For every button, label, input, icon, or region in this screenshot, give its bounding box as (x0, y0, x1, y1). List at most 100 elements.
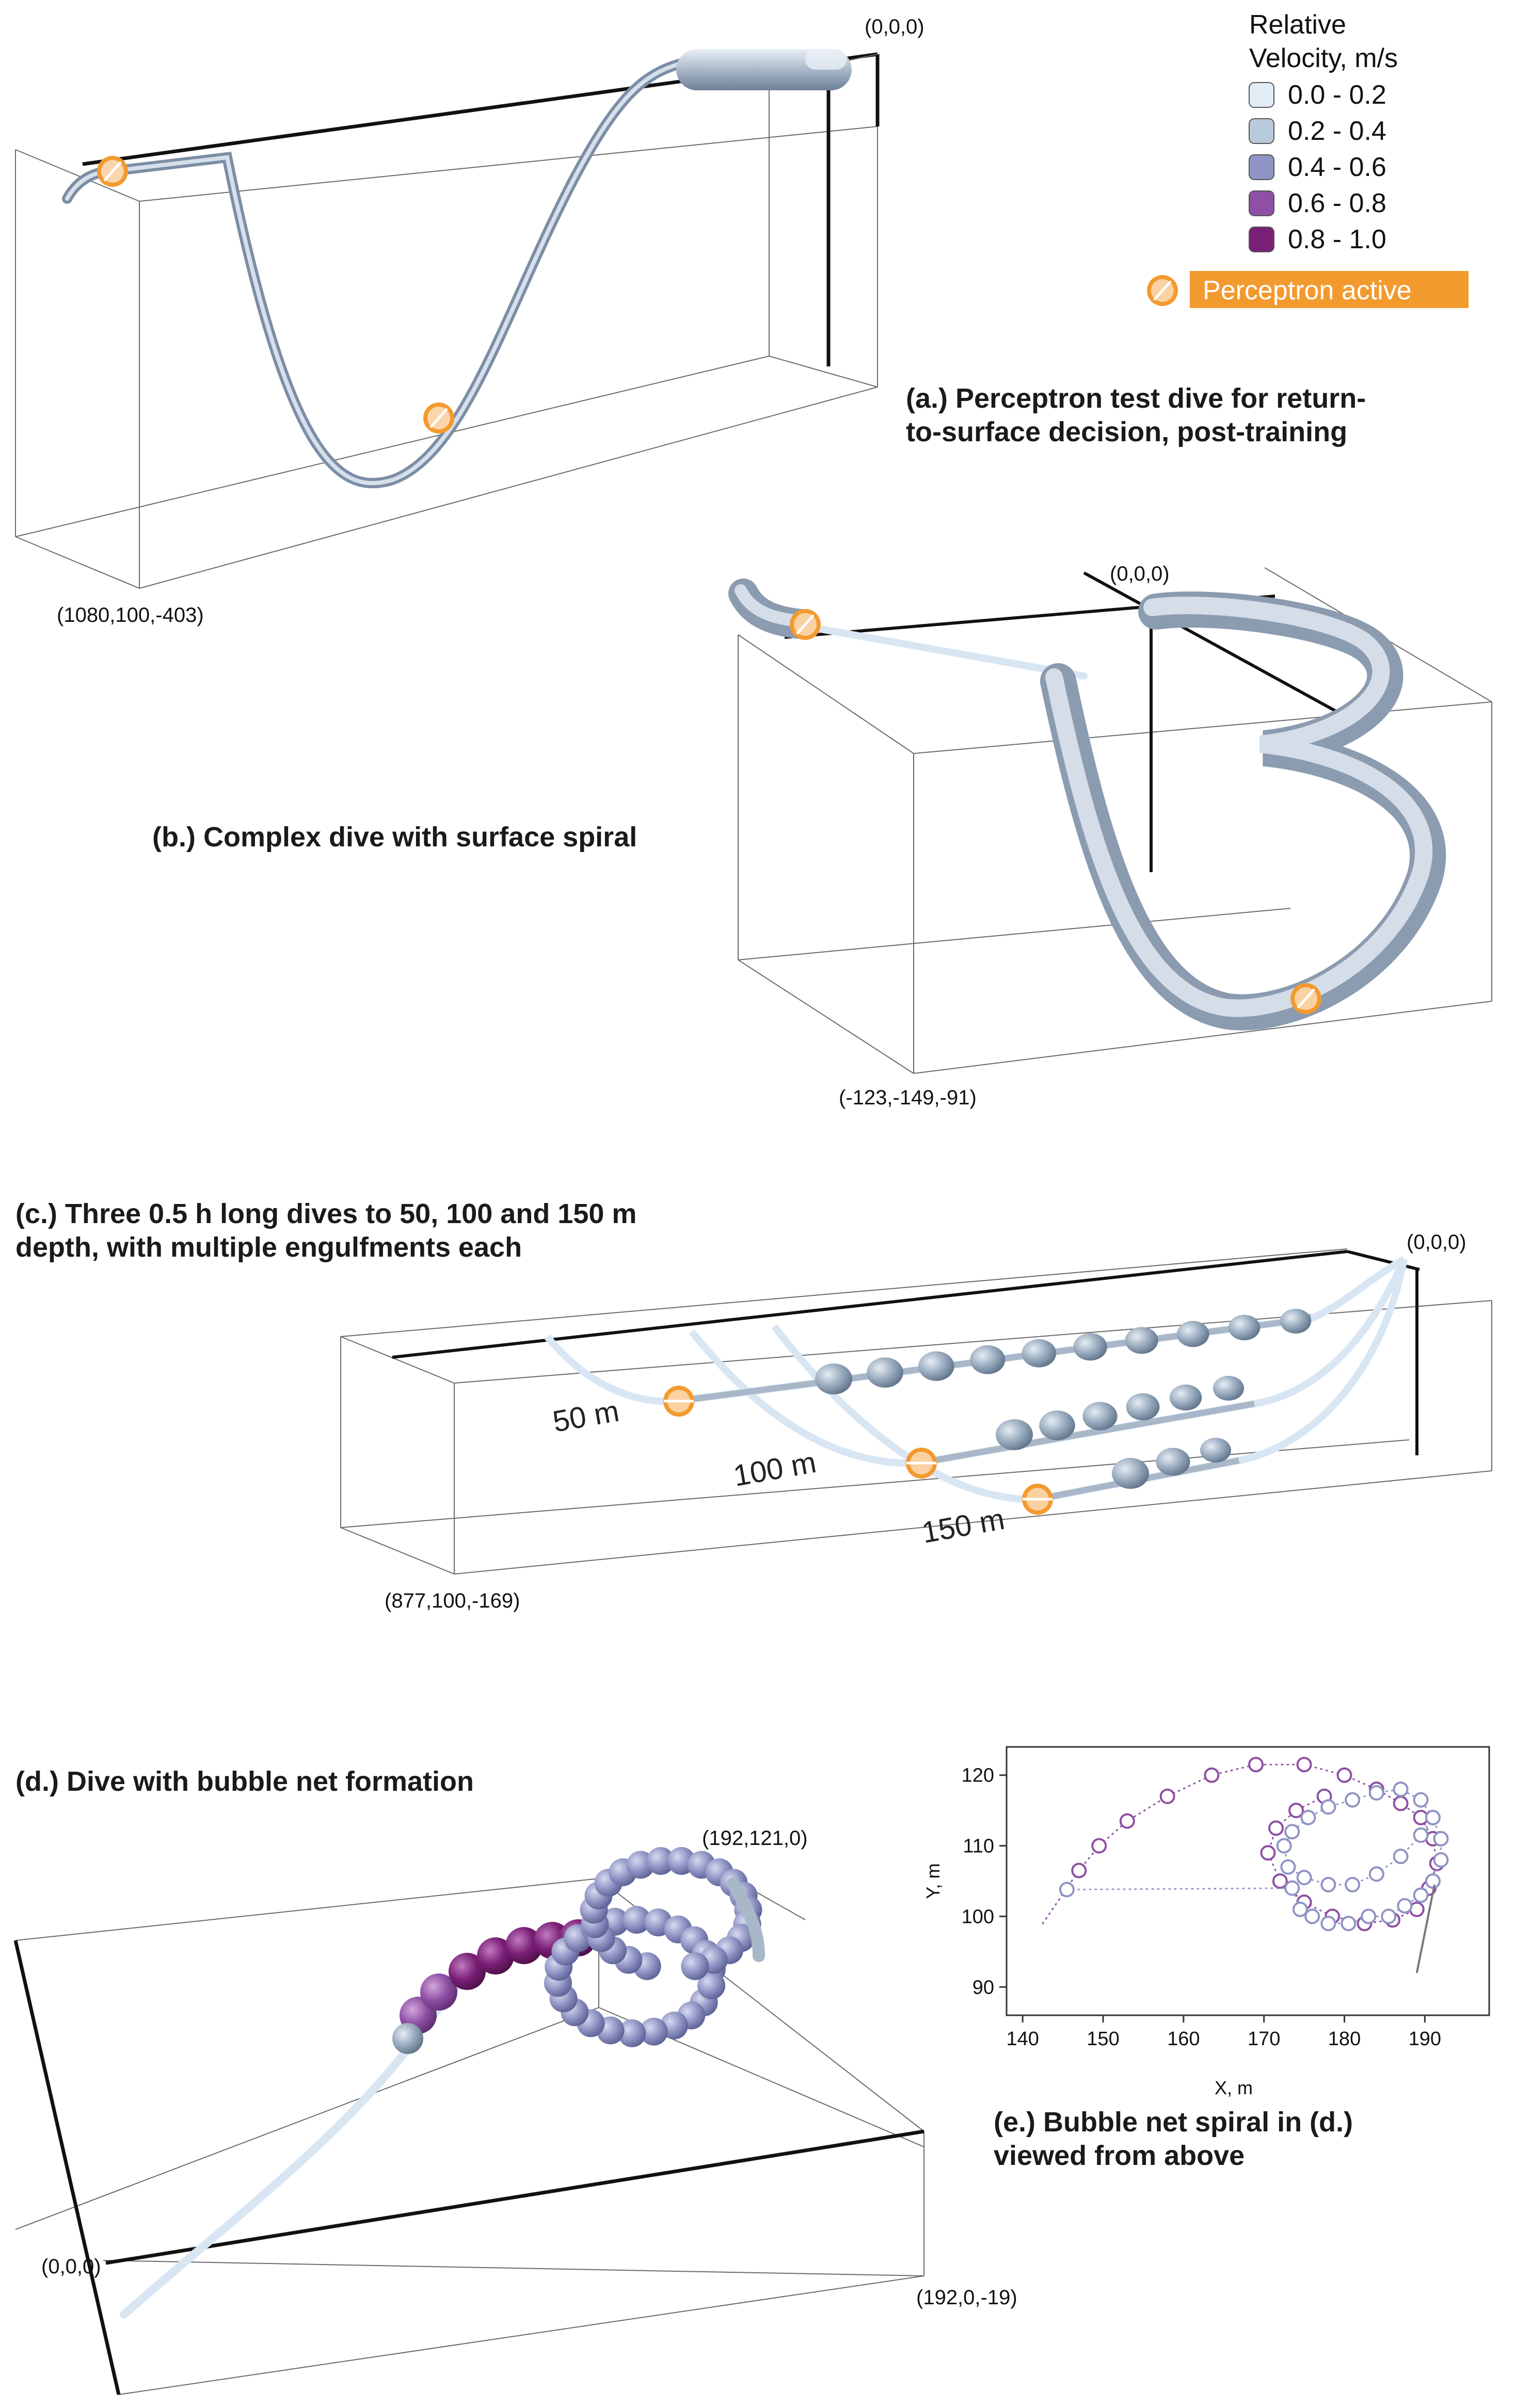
series-point (1341, 1916, 1357, 1932)
series-point (1393, 1781, 1409, 1797)
legend-swatch (1249, 227, 1274, 252)
legend-title-line2: Velocity, m/s (1249, 43, 1398, 73)
series-point (1425, 1873, 1441, 1889)
series-point (1268, 1820, 1284, 1836)
engulfment-bead (1200, 1438, 1231, 1463)
x-tick-label: 170 (1248, 2028, 1280, 2050)
panel-b-origin-label: (0,0,0) (1110, 563, 1170, 585)
engulfment-bead (1126, 1393, 1160, 1421)
panel-a-corner-label: (1080,100,-403) (57, 604, 204, 627)
panel-b-box (738, 567, 1492, 1074)
panel-c-corner-label: (877,100,-169) (385, 1590, 520, 1612)
series-point (1280, 1859, 1296, 1875)
series-point (1433, 1852, 1449, 1868)
panel-c-title-line2: depth, with multiple engulfments each (15, 1232, 522, 1263)
panel-c-title-line1: (c.) Three 0.5 h long dives to 50, 100 a… (15, 1198, 636, 1229)
chart-pointer-line (1415, 1884, 1436, 1973)
series-point (1425, 1809, 1441, 1825)
engulfment-bead (1156, 1448, 1190, 1476)
series-point (1159, 1788, 1175, 1804)
x-tick-label: 180 (1328, 2028, 1361, 2050)
panel-c-box (340, 1248, 1492, 1575)
bubble-net-bead (449, 1953, 486, 1990)
chart-frame (1006, 1746, 1490, 2016)
series-point (1320, 1916, 1336, 1932)
series-point (1345, 1792, 1361, 1808)
series-point (1292, 1901, 1308, 1917)
engulfment-bead (1082, 1402, 1118, 1431)
chart-points (1042, 1757, 1449, 1973)
bubble-net-bead (420, 1973, 457, 2011)
panel-a-origin-label: (0,0,0) (865, 15, 924, 38)
series-point (1272, 1873, 1288, 1889)
series-point (1368, 1866, 1384, 1882)
series-point (1361, 1908, 1377, 1924)
bubble-net-bead (623, 1906, 651, 1934)
engulfment-bead (1280, 1309, 1311, 1334)
series-point (1320, 1799, 1336, 1815)
panel-b: (0,0,0) (-123,-149,-91) (b.) Complex div… (152, 563, 1492, 1109)
panel-b-title: (b.) Complex dive with surface spiral (152, 822, 637, 853)
legend-item-label: 0.0 - 0.2 (1288, 80, 1386, 110)
engulfment-bead (996, 1419, 1033, 1450)
series-point (1296, 1757, 1312, 1773)
panel-c: 50 m 100 m 150 m (0,0,0) (877,100,-169) … (15, 1198, 1492, 1612)
series-point (1071, 1863, 1087, 1879)
perceptron-marker-icon (97, 156, 128, 187)
engulfment-bead (815, 1363, 852, 1394)
panel-a-title-line2: to-surface decision, post-training (906, 416, 1347, 447)
engulfment-bead (970, 1345, 1006, 1374)
panel-d-title: (d.) Dive with bubble net formation (15, 1766, 474, 1797)
series-point (1300, 1809, 1316, 1825)
bubble-net-tail (727, 1877, 765, 1962)
chart-ylabel: Y, m (922, 1863, 944, 1899)
legend-swatch (1249, 190, 1274, 216)
bubble-net-bead (505, 1927, 543, 1964)
y-tick-label: 120 (962, 1765, 994, 1787)
legend-item-label: 0.4 - 0.6 (1288, 152, 1386, 182)
engulfment-bead (918, 1351, 954, 1381)
bubble-net-bead (477, 1937, 514, 1974)
engulfment-bead (1169, 1384, 1202, 1411)
panel-d-corner-label: (192,0,-19) (916, 2286, 1017, 2309)
series-point (1304, 1908, 1320, 1924)
series-point (1413, 1887, 1429, 1903)
bubble-net-bead (681, 1952, 709, 1980)
panel-a: (0,0,0) (1080,100,-403) (a.) Perceptron … (15, 15, 1366, 627)
legend-swatch (1249, 82, 1274, 108)
chart-xlabel: X, m (1215, 2077, 1253, 2098)
y-tick-label: 100 (962, 1906, 994, 1928)
x-tick-label: 140 (1006, 2028, 1039, 2050)
series-point (1296, 1870, 1312, 1886)
perceptron-marker-icon (906, 1448, 937, 1479)
bubble-net-bead (697, 1971, 726, 2000)
engulfment-bead (1039, 1410, 1075, 1440)
legend-swatch (1249, 118, 1274, 144)
panel-d-top-label: (192,121,0) (702, 1827, 808, 1850)
engulfment-beads (815, 1309, 1311, 1489)
legend-item-label: 0.2 - 0.4 (1288, 116, 1386, 146)
panel-d-origin-label: (0,0,0) (41, 2255, 101, 2278)
engulfment-bead (1228, 1314, 1261, 1341)
panel-c-origin-label: (0,0,0) (1407, 1231, 1466, 1254)
panel-b-corner-label: (-123,-149,-91) (839, 1086, 977, 1109)
legend-title-line1: Relative (1249, 10, 1346, 40)
panel-e-title-line2: viewed from above (994, 2140, 1245, 2171)
legend-swatch (1249, 154, 1274, 180)
x-tick-label: 160 (1167, 2028, 1200, 2050)
legend-perceptron-box (1190, 271, 1469, 308)
series-point (1345, 1876, 1361, 1892)
series-point (1260, 1845, 1276, 1861)
series-point (1248, 1757, 1264, 1773)
panel-e-title-line1: (e.) Bubble net spiral in (d.) (994, 2107, 1353, 2138)
bubble-net-bead (392, 2023, 423, 2054)
engulfment-bead (1022, 1339, 1057, 1368)
x-tick-label: 190 (1409, 2028, 1441, 2050)
y-tick-label: 90 (972, 1977, 994, 1998)
series-point (1284, 1824, 1300, 1840)
panel-d-surface-edge (105, 2129, 924, 2265)
series-point (1433, 1831, 1449, 1847)
legend-perceptron-icon (1147, 275, 1178, 306)
series-point (1397, 1898, 1413, 1914)
